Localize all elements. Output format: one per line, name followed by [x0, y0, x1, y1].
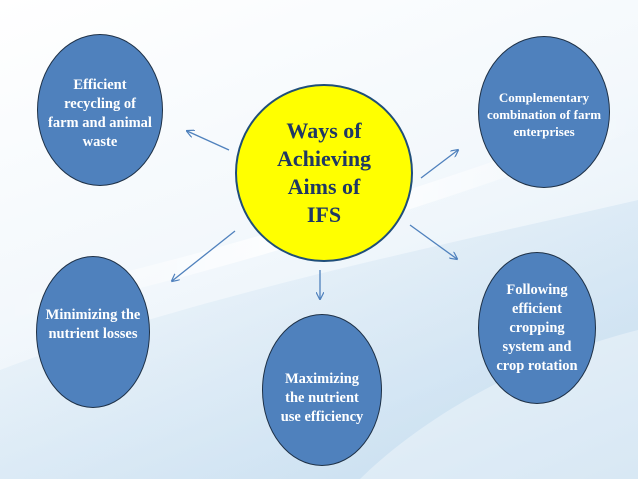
node-maximizing-efficiency: Maximizing the nutrient use efficiency [262, 314, 382, 466]
center-node: Ways of Achieving Aims of IFS [235, 84, 413, 262]
node-maximizing-efficiency-label: Maximizing the nutrient use efficiency [280, 370, 364, 425]
node-complementary-combination: Complementary combination of farm enterp… [478, 36, 610, 188]
node-minimizing-losses-label: Minimizing the nutrient losses [45, 307, 141, 342]
node-efficient-recycling-label: Efficient recycling of farm and animal w… [48, 77, 152, 150]
node-minimizing-losses: Minimizing the nutrient losses [36, 256, 150, 408]
center-node-label: Ways of Achieving Aims of IFS [276, 118, 372, 227]
node-following-cropping-label: Following efficient cropping system and … [496, 281, 578, 374]
node-efficient-recycling: Efficient recycling of farm and animal w… [37, 34, 163, 186]
node-following-cropping: Following efficient cropping system and … [478, 252, 596, 404]
node-complementary-combination-label: Complementary combination of farm enterp… [486, 89, 602, 139]
